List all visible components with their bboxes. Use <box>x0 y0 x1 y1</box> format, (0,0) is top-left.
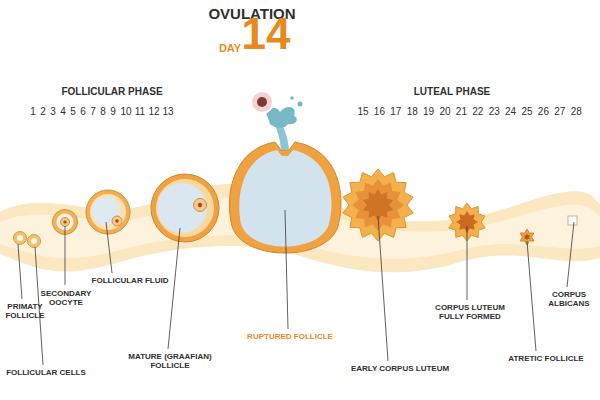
primary-follicle <box>14 232 27 245</box>
day-number-tick: 4 <box>53 106 73 118</box>
day-number-tick: 13 <box>158 106 178 118</box>
corpus-albicans <box>568 216 577 225</box>
oocyte-nucleus <box>115 219 119 223</box>
part-label: FOLLICULAR FLUID <box>85 276 175 285</box>
day-number-tick: 21 <box>451 106 471 118</box>
day-number-tick: 2 <box>33 106 53 118</box>
primary-follicle <box>28 235 41 248</box>
leader-line <box>285 210 288 329</box>
part-label: CORPUS ALBICANS <box>543 290 595 308</box>
part-label: ATRETIC FOLLICLE <box>500 354 592 363</box>
day-number-tick: 12 <box>144 106 164 118</box>
released-fluid-drop <box>298 102 303 107</box>
part-label: PRIMATY FOLLICLE <box>2 302 48 320</box>
released-fluid <box>267 107 297 128</box>
oocyte <box>194 199 207 212</box>
day-number-tick: 19 <box>419 106 439 118</box>
ruptured-follicle-wall <box>229 142 341 253</box>
oocyte-nucleus <box>63 220 66 223</box>
graafian-follicle <box>151 174 219 242</box>
day-number: 14 <box>234 12 298 56</box>
antral-follicle <box>86 190 130 234</box>
released-oocyte-core <box>257 97 267 107</box>
early-corpus-luteum-core <box>352 179 404 231</box>
day-number-tick: 6 <box>73 106 93 118</box>
early-corpus-luteum <box>343 169 413 241</box>
leader-line <box>567 222 574 287</box>
day-number-tick: 3 <box>43 106 63 118</box>
part-label: FOLLICULAR CELLS <box>4 368 88 377</box>
day-number-tick: 7 <box>83 106 103 118</box>
day-number-tick: 16 <box>369 106 389 118</box>
day-number-tick: 10 <box>116 106 136 118</box>
leader-line <box>527 241 536 351</box>
antral-follicle-ring <box>90 194 126 230</box>
day-number-tick: 1 <box>23 106 43 118</box>
day-number-tick: 28 <box>566 106 586 118</box>
leader-line <box>106 222 112 273</box>
graafian-follicle-ring <box>156 179 214 237</box>
follicular-fluid <box>157 183 207 233</box>
part-label: CORPUS LUTEUM FULLY FORMED <box>430 303 510 321</box>
follicular-fluid <box>92 197 120 225</box>
released-fluid-drop <box>290 96 294 100</box>
phase-label: LUTEAL PHASE <box>397 86 507 98</box>
oocyte <box>112 216 122 226</box>
oocyte-nucleus <box>198 203 202 207</box>
day-number-tick: 20 <box>435 106 455 118</box>
leader-line <box>168 228 180 349</box>
day-number-tick: 18 <box>402 106 422 118</box>
leader-line <box>65 226 66 285</box>
day-number-tick: 17 <box>386 106 406 118</box>
day-number-tick: 5 <box>63 106 83 118</box>
leader-line <box>18 244 22 299</box>
phase-label: FOLLICULAR PHASE <box>47 86 177 98</box>
day-number-tick: 11 <box>130 106 150 118</box>
part-label: MATURE (GRAAFIAN) FOLLICLE <box>124 352 216 370</box>
day-number-tick: 8 <box>93 106 113 118</box>
primary-follicle-core <box>17 235 23 241</box>
part-label: SECONDARY OOCYTE <box>40 289 92 307</box>
leader-line <box>378 216 388 361</box>
day-number-tick: 27 <box>550 106 570 118</box>
released-oocyte <box>251 91 273 113</box>
day-number-tick: 22 <box>468 106 488 118</box>
secondary-oocyte <box>61 218 70 227</box>
day-number-tick: 23 <box>484 106 504 118</box>
day-label: DAY <box>215 42 245 55</box>
part-label: EARLY CORPUS LUTEUM <box>340 364 460 373</box>
day-number-tick: 25 <box>517 106 537 118</box>
day-number-tick: 15 <box>353 106 373 118</box>
part-label: RUPTURED FOLLICLE <box>230 332 350 341</box>
day-number-tick: 24 <box>501 106 521 118</box>
day-number-tick: 26 <box>533 106 553 118</box>
leader-line <box>467 226 468 300</box>
day-number-tick: 9 <box>103 106 123 118</box>
atretic-follicle-core <box>524 234 530 241</box>
primary-follicle-core <box>31 238 37 244</box>
